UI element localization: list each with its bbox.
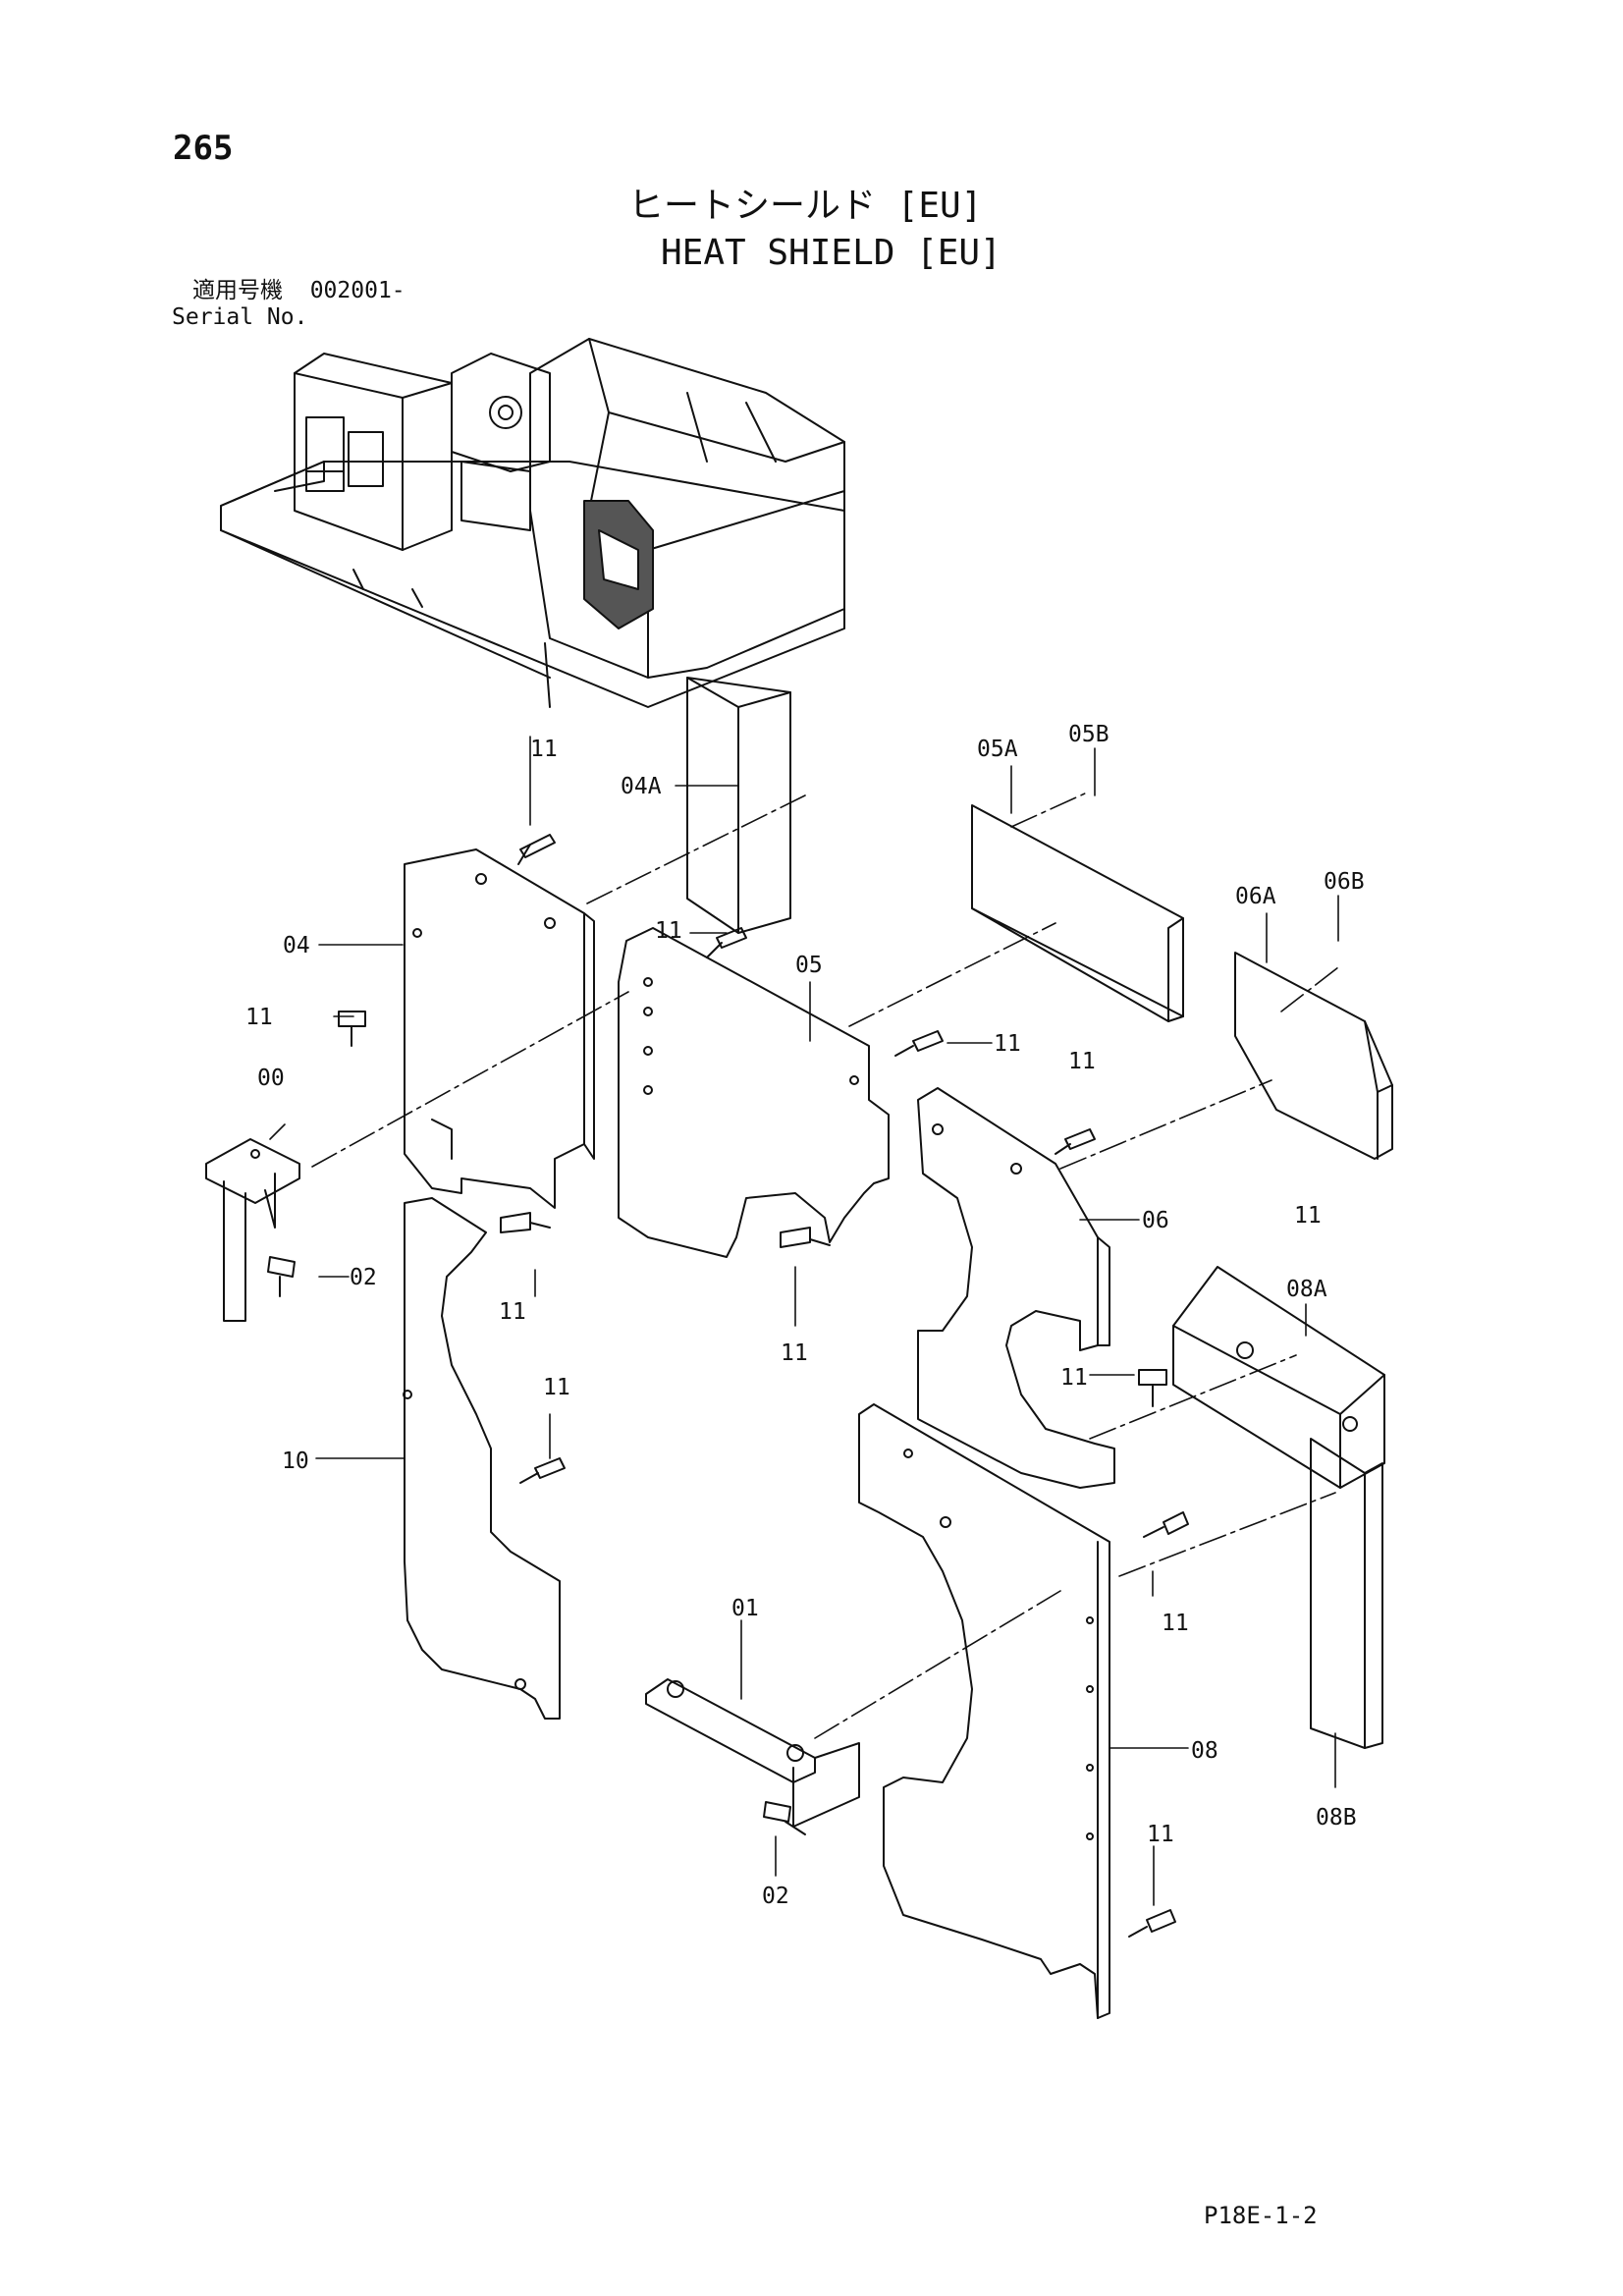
pad-06A xyxy=(1234,952,1393,1160)
callout-11-h: 11 xyxy=(1060,1365,1088,1391)
pad-08A xyxy=(1172,1266,1385,1489)
pad-05A xyxy=(971,804,1184,1022)
page-code: P18E-1-2 xyxy=(1204,2202,1318,2229)
callout-08B: 08B xyxy=(1316,1805,1357,1831)
panel-10 xyxy=(403,1197,561,1720)
bolt-11-f xyxy=(500,1212,551,1233)
callout-05B: 05B xyxy=(1068,722,1109,747)
title-japanese: ヒートシールド [EU] xyxy=(628,186,983,226)
bolt-11-c xyxy=(338,1011,366,1047)
callout-00: 00 xyxy=(257,1066,285,1091)
pad-08B xyxy=(1310,1438,1383,1749)
callout-05A: 05A xyxy=(977,737,1018,762)
bolt-02-b xyxy=(763,1801,806,1835)
callout-11-d: 11 xyxy=(994,1031,1021,1057)
callout-04A: 04A xyxy=(621,774,662,799)
panel-05 xyxy=(618,927,890,1258)
callout-08A: 08A xyxy=(1286,1277,1327,1302)
bolt-11-e xyxy=(1055,1128,1096,1155)
callout-11-j: 11 xyxy=(1162,1611,1189,1636)
callout-11-l: 11 xyxy=(1294,1203,1322,1229)
bolt-11-i xyxy=(519,1457,566,1484)
bolt-11-g xyxy=(780,1227,831,1248)
callout-06B: 06B xyxy=(1324,869,1365,895)
assembly-lines xyxy=(311,793,1339,1739)
title-english: HEAT SHIELD [EU] xyxy=(661,233,1001,273)
panel-06 xyxy=(917,1087,1115,1489)
callout-11-b: 11 xyxy=(655,918,682,944)
bolt-11-h xyxy=(1138,1369,1167,1407)
serial-number-value: 002001- xyxy=(309,278,406,303)
pad-04A xyxy=(686,677,791,934)
callout-06: 06 xyxy=(1142,1208,1169,1233)
serial-label-english: Serial No. xyxy=(172,304,308,330)
leader-lines xyxy=(269,736,1339,1906)
serial-label-ja-text: 適用号機 xyxy=(192,278,283,303)
callout-11-a: 11 xyxy=(530,737,558,762)
panel-04 xyxy=(404,848,595,1209)
callout-10: 10 xyxy=(282,1449,309,1474)
bolt-11-a xyxy=(517,834,556,865)
bracket-01 xyxy=(645,1678,860,1828)
bolt-11-k xyxy=(1128,1909,1176,1938)
page-number: 265 xyxy=(173,129,234,168)
callout-02-b: 02 xyxy=(762,1884,789,1909)
callout-labels: 04A 05A 05B 06A 06B 04 05 06 00 01 02 02… xyxy=(245,722,1365,1909)
bolt-11-j xyxy=(1143,1511,1189,1538)
bolt-02-a xyxy=(267,1256,296,1297)
callout-11-e: 11 xyxy=(1068,1049,1096,1074)
callout-02-a: 02 xyxy=(350,1265,377,1290)
serial-label-japanese: 適用号機 002001- xyxy=(192,280,406,302)
callout-04: 04 xyxy=(283,933,310,958)
callout-08: 08 xyxy=(1191,1738,1218,1764)
bolt-11-d xyxy=(894,1030,944,1057)
machine-overview-illustration xyxy=(220,338,845,708)
callout-06A: 06A xyxy=(1235,884,1276,909)
callout-05: 05 xyxy=(795,953,823,978)
bolt-11-b xyxy=(706,927,747,958)
callout-11-g: 11 xyxy=(781,1340,808,1366)
callout-01: 01 xyxy=(731,1596,759,1621)
callout-11-i: 11 xyxy=(543,1375,570,1400)
callout-11-c: 11 xyxy=(245,1005,273,1030)
bracket-00 xyxy=(205,1138,300,1322)
callout-11-k: 11 xyxy=(1147,1822,1174,1847)
panel-08 xyxy=(858,1403,1110,2019)
callout-11-f: 11 xyxy=(499,1299,526,1325)
